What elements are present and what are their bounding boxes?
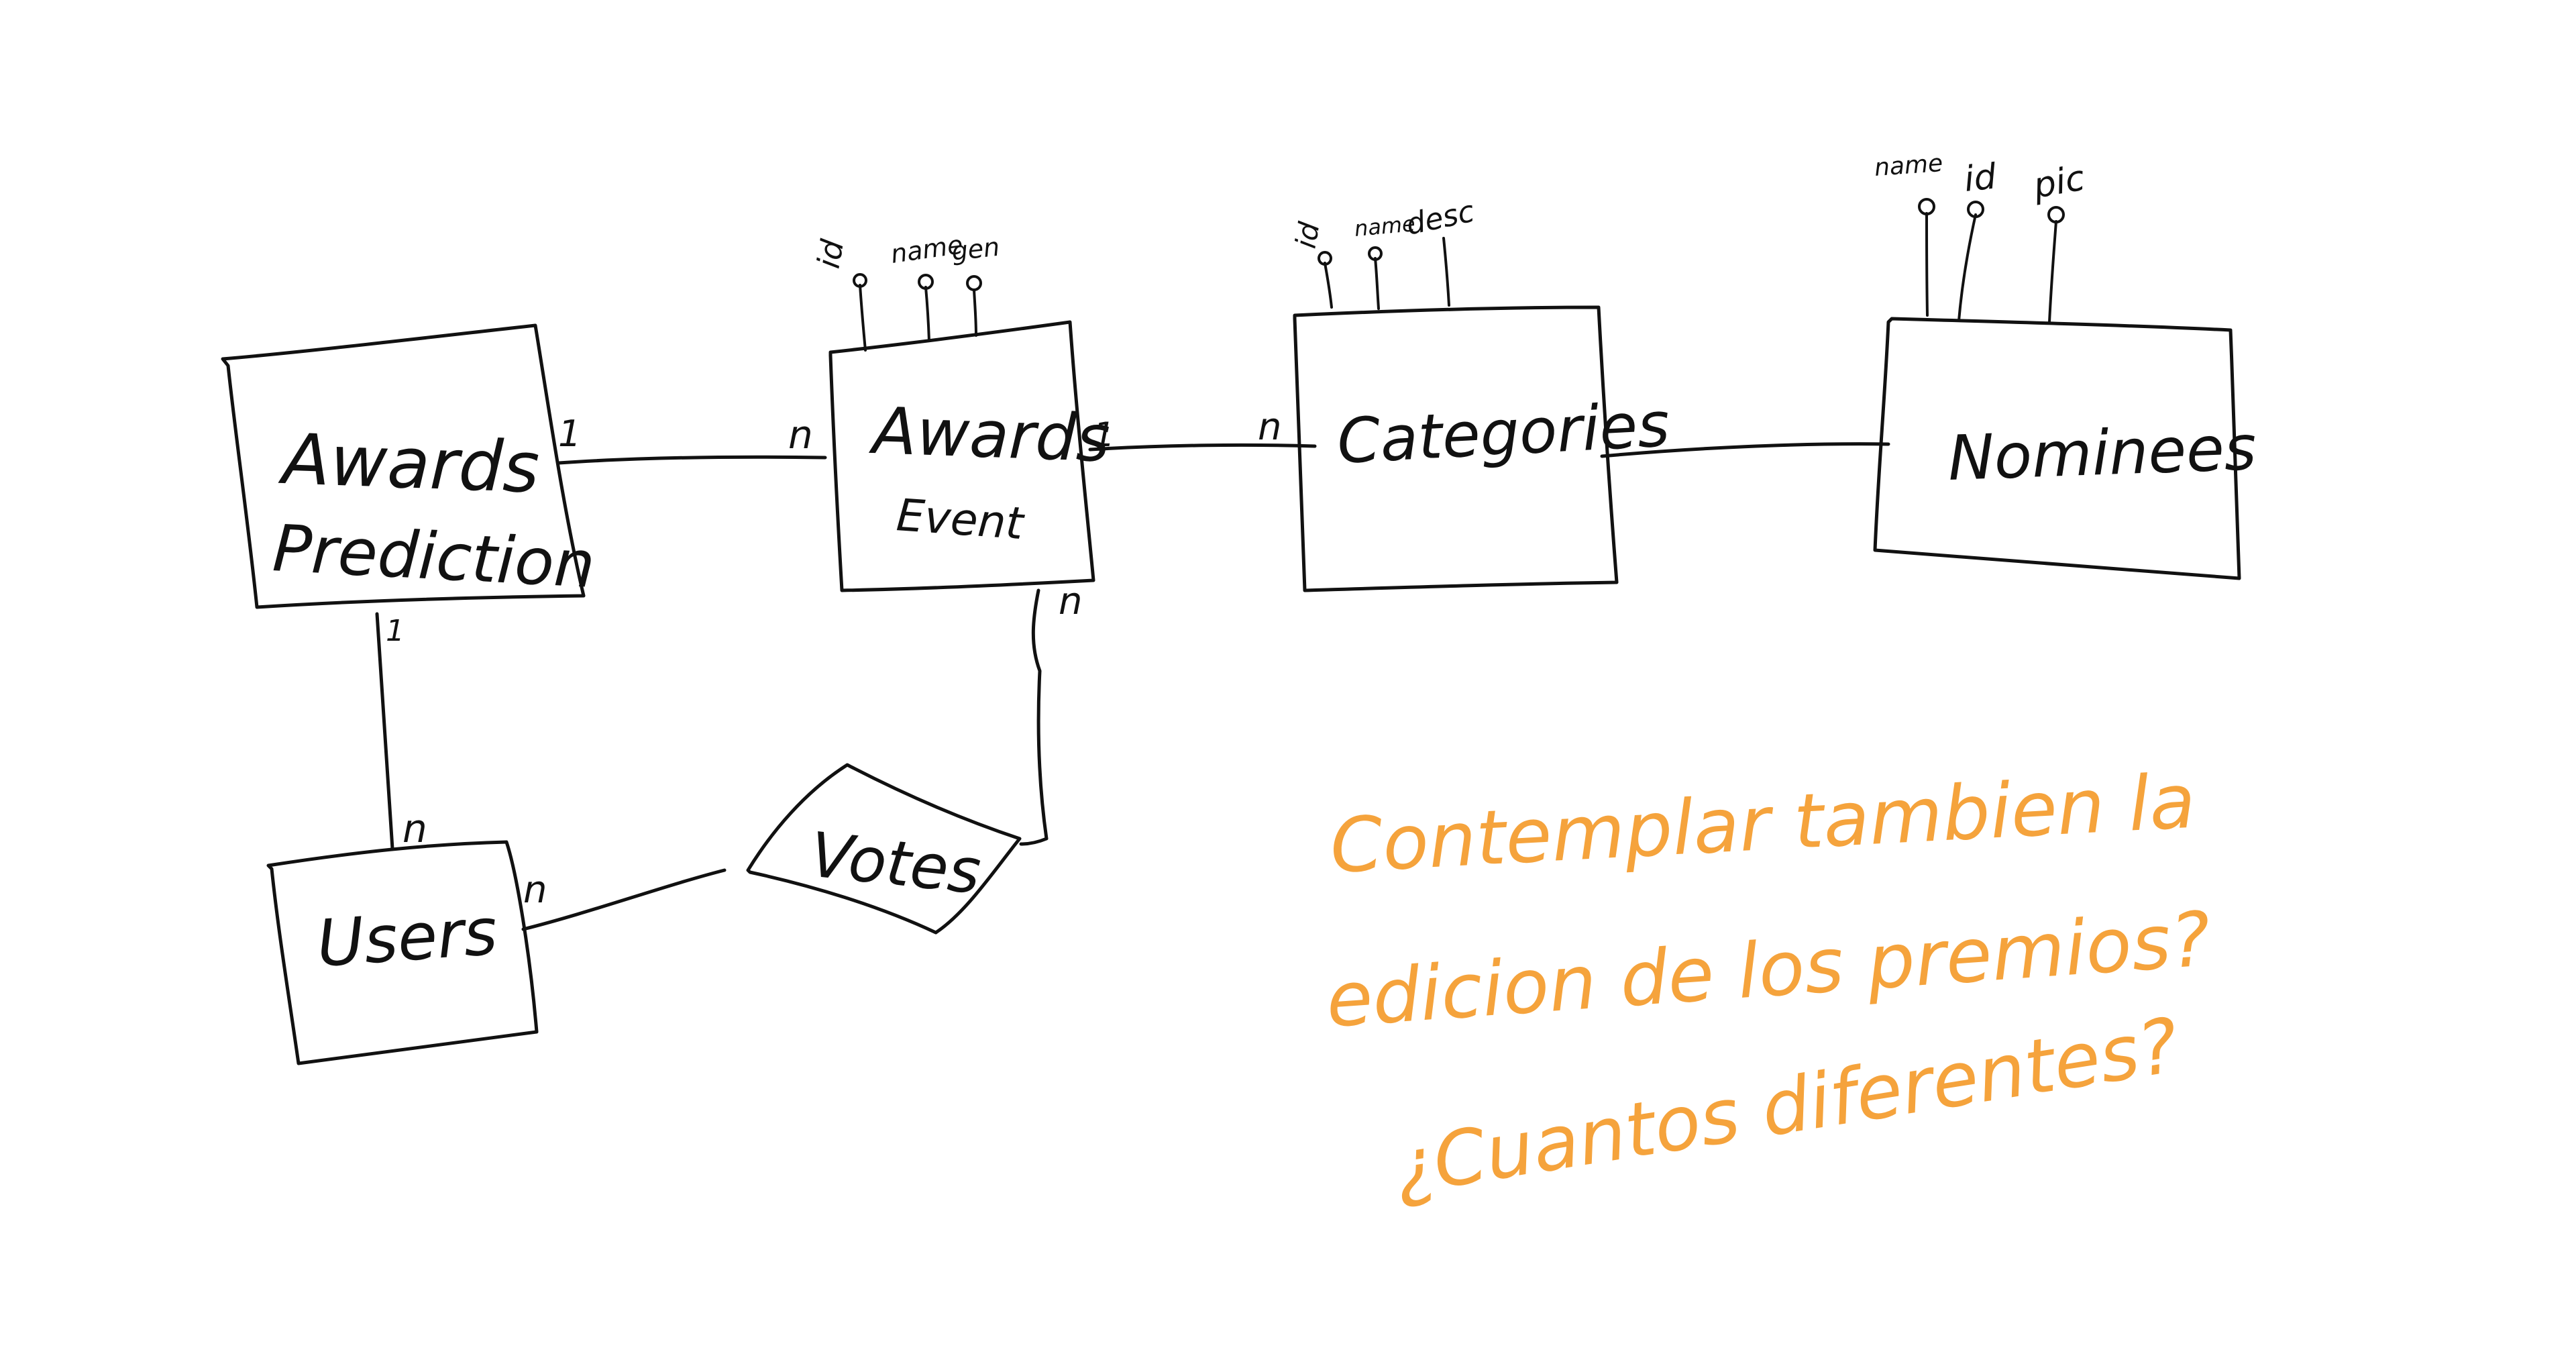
card-event-categories-left: 1 bbox=[1093, 415, 1115, 454]
line-prediction-event bbox=[557, 455, 827, 465]
attr-marker-event-id bbox=[853, 273, 867, 288]
attr-label-nom-pic: pic bbox=[2030, 158, 2088, 207]
entity-awards-prediction-box bbox=[221, 323, 586, 609]
entity-nominees: Nominees bbox=[1873, 317, 2257, 580]
entity-nominees-box bbox=[1873, 317, 2241, 580]
attr-marker-cat-name bbox=[1368, 246, 1383, 261]
entity-awards-prediction-label-2: Prediction bbox=[271, 511, 597, 602]
attr-line-event-name bbox=[924, 286, 930, 342]
attr-line-nom-id bbox=[1957, 213, 1977, 322]
relationship-votes: Votes bbox=[746, 763, 1022, 935]
card-event-categories-right: n bbox=[1258, 405, 1282, 449]
line-categories-nominees bbox=[1600, 442, 1890, 458]
card-prediction-event-right: n bbox=[788, 412, 813, 458]
attr-label-event-id: id bbox=[810, 236, 851, 271]
note-line-1: Contemplar tambien la bbox=[1328, 758, 2198, 890]
entity-categories-box bbox=[1293, 305, 1619, 592]
line-prediction-users bbox=[375, 612, 394, 851]
entity-users: Users bbox=[266, 840, 539, 1065]
entity-awards-event-label-1: Awards bbox=[867, 393, 1111, 476]
attributes-categories: id name desc bbox=[1289, 195, 1477, 310]
attr-label-event-gen: gen bbox=[950, 232, 1001, 266]
handwritten-note: Contemplar tambien la edicion de los pre… bbox=[1324, 758, 2214, 1212]
attr-marker-nom-name bbox=[1918, 198, 1935, 215]
attr-line-cat-name bbox=[1374, 257, 1380, 310]
entity-awards-prediction: Awards Prediction bbox=[221, 323, 597, 609]
card-event-votes: n bbox=[1059, 580, 1083, 623]
entity-awards-event-box bbox=[828, 320, 1095, 592]
attr-line-event-gen bbox=[973, 288, 977, 337]
entity-awards-event-label-2: Event bbox=[895, 489, 1026, 549]
attr-marker-cat-id bbox=[1318, 251, 1332, 266]
attributes-nominees: name id pic bbox=[1874, 150, 2088, 323]
attr-label-nom-id: id bbox=[1962, 156, 1998, 200]
card-prediction-users-bottom: n bbox=[402, 806, 427, 851]
attr-marker-event-gen bbox=[966, 275, 982, 291]
card-users-votes: n bbox=[523, 868, 547, 912]
card-prediction-users-top: 1 bbox=[386, 614, 405, 648]
entity-users-box bbox=[266, 840, 539, 1065]
attr-line-cat-desc bbox=[1442, 237, 1450, 307]
entity-nominees-label: Nominees bbox=[1947, 412, 2257, 494]
relationship-votes-diamond bbox=[746, 763, 1022, 935]
entity-categories-label: Categories bbox=[1336, 388, 1672, 478]
attr-marker-nom-pic bbox=[2047, 206, 2065, 223]
line-event-votes bbox=[1019, 588, 1049, 846]
cardinalities: 1 n 1 n 1 n n n bbox=[386, 405, 1282, 912]
entity-categories: Categories bbox=[1293, 305, 1672, 592]
attr-line-event-id bbox=[859, 284, 867, 352]
attr-marker-event-name bbox=[918, 274, 934, 290]
attr-label-cat-desc: desc bbox=[1403, 195, 1477, 242]
attr-line-nom-pic bbox=[2048, 220, 2057, 323]
note-line-3: ¿Cuantos diferentes? bbox=[1388, 1002, 2185, 1212]
attr-label-nom-name: name bbox=[1874, 150, 1944, 182]
attr-label-cat-id: id bbox=[1289, 219, 1326, 251]
line-users-votes bbox=[521, 868, 727, 931]
attributes-awards-event: id name gen bbox=[810, 229, 1001, 352]
attr-label-cat-name: name bbox=[1353, 211, 1416, 242]
relationship-votes-label: Votes bbox=[807, 819, 984, 908]
entity-awards-prediction-label-1: Awards bbox=[277, 418, 541, 509]
entity-users-label: Users bbox=[315, 894, 500, 981]
card-prediction-event-left: 1 bbox=[558, 413, 581, 455]
connectors bbox=[375, 442, 1890, 931]
entity-awards-event: Awards Event bbox=[828, 320, 1111, 592]
line-event-categories bbox=[1088, 443, 1317, 452]
attr-marker-nom-id bbox=[1967, 201, 1984, 218]
attr-line-cat-id bbox=[1324, 262, 1333, 309]
